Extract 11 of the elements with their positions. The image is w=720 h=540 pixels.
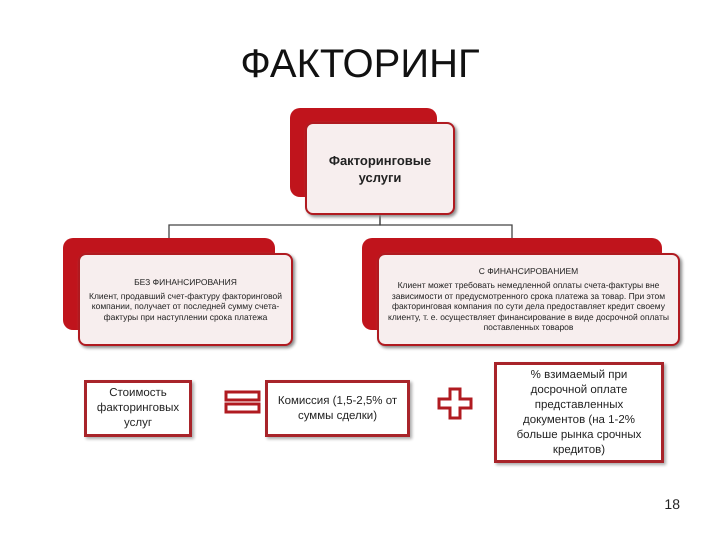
box-heading: БЕЗ ФИНАНСИРОВАНИЯ [134,276,237,288]
box-text: Факторинговые услуги [328,152,432,186]
page-number: 18 [664,496,680,512]
box-heading: С ФИНАНСИРОВАНИЕМ [478,266,578,278]
box-text: Клиент, продавший счет-фактуру факторинговой компании, получает от последней сумму счета-фактуры при наступлении срока платежа [88,290,283,322]
formula-box: Стоимость факторинговых услуг [84,380,192,437]
formula-box: Комиссия (1,5-2,5% от суммы сделки) [265,380,410,437]
connector-line [379,215,513,238]
box-text: Клиент может требовать немедленной оплаты счета-фактуры вне зависимости от предусмотренного срока платежа за товар. При этом факторинговая компания по сути дела предоставляет кредит своему клиенту, т. е. осуществляет финансирование в виде досрочной оплаты поставленных товаров [387,280,670,333]
formula-box: % взимаемый при досрочной оплате представленных документов (на 1-2% больше рынка срочных кредитов) [494,362,664,463]
slide-title: ФАКТОРИНГ [239,42,481,87]
